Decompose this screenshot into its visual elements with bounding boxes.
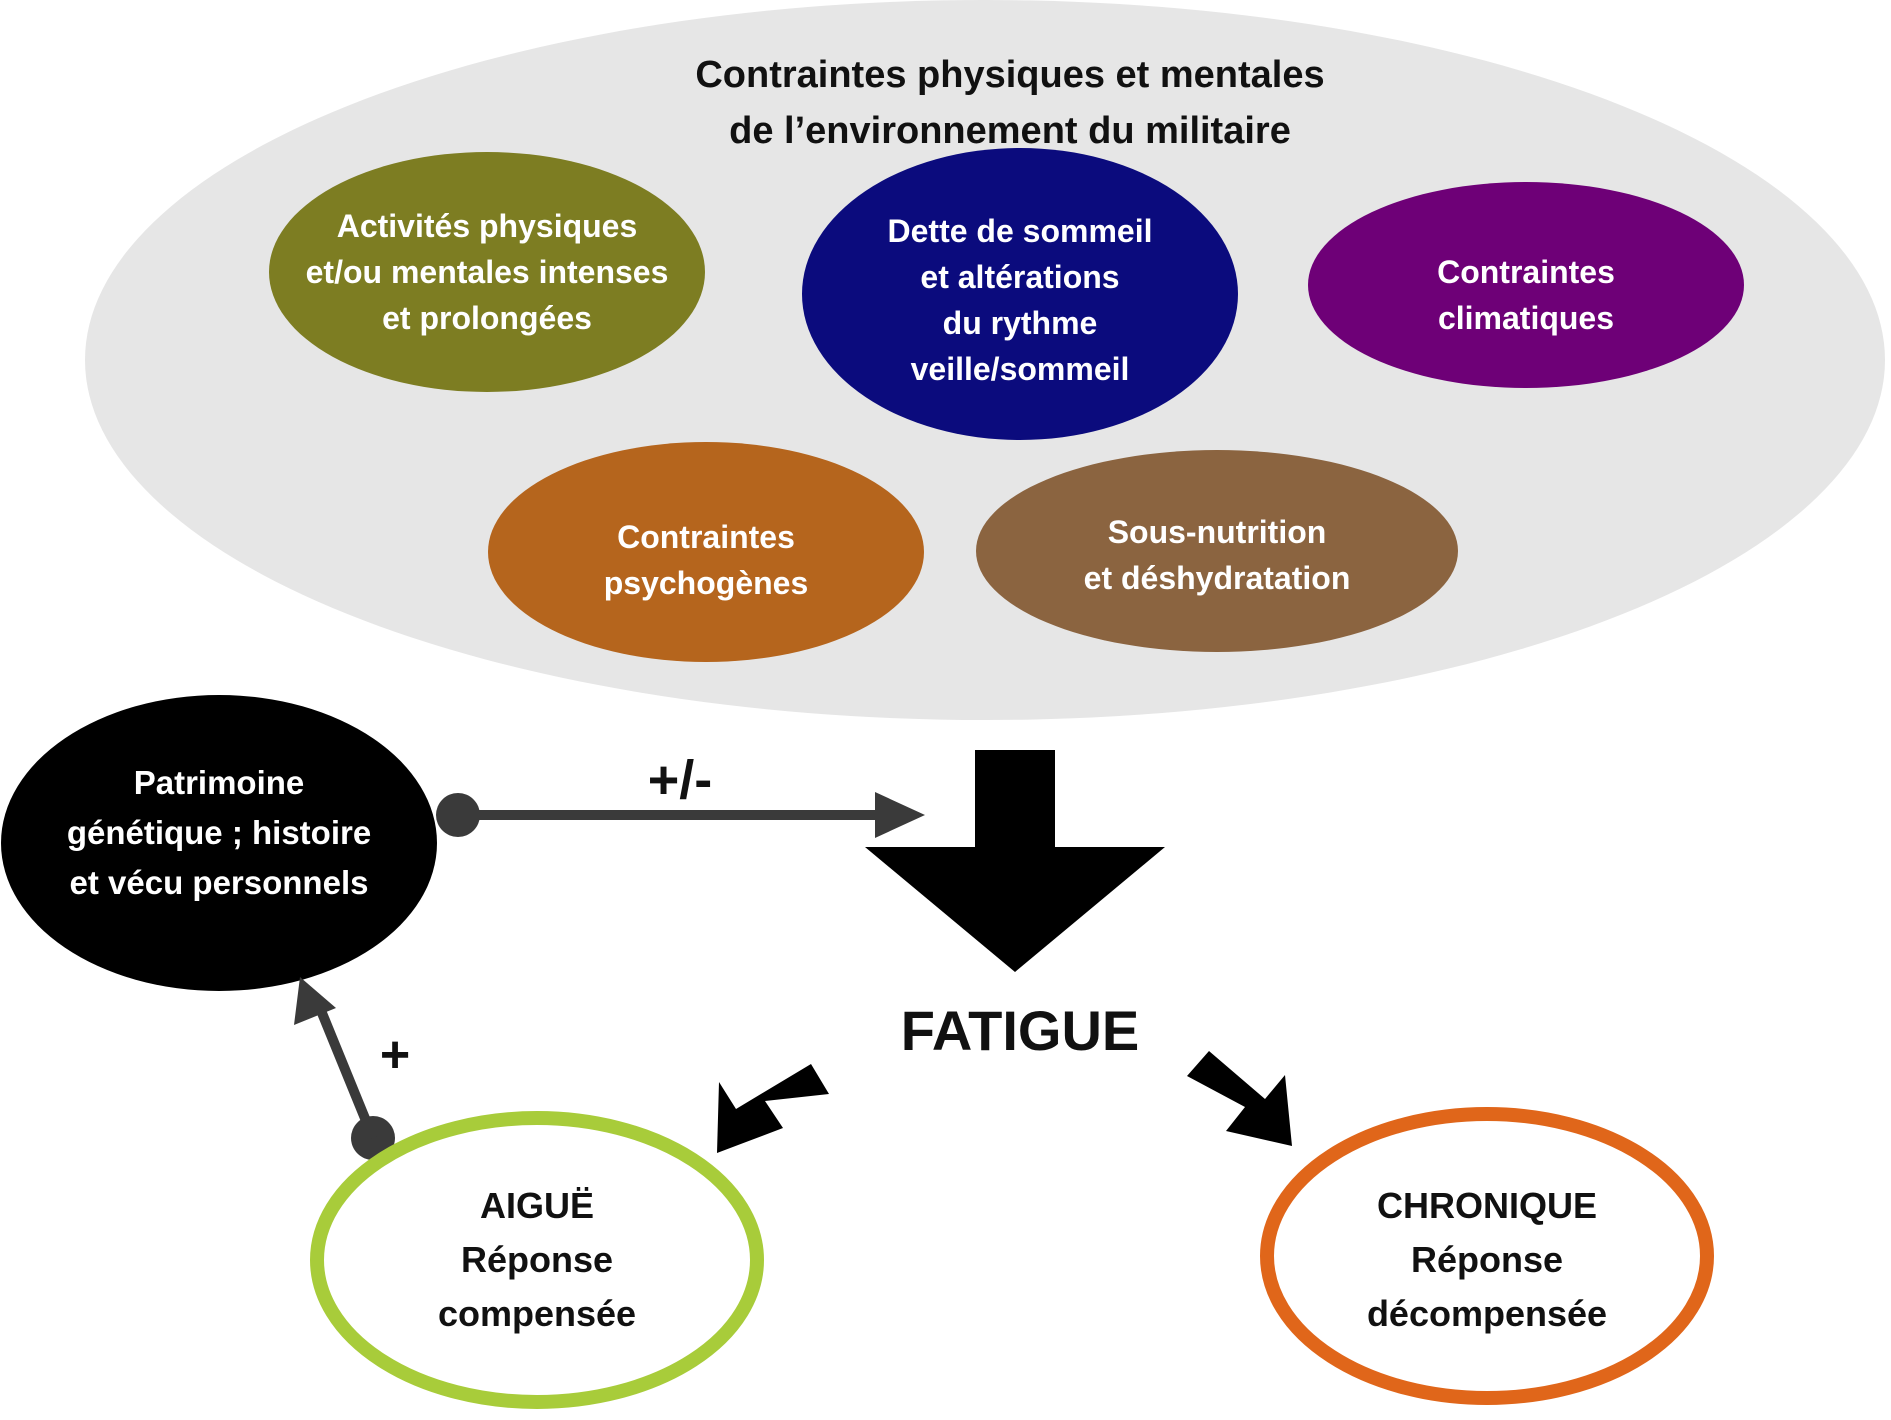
acute-ellipse	[310, 1111, 764, 1409]
feedback-arrowhead	[294, 977, 336, 1025]
factor-climate-ellipse	[1308, 182, 1744, 388]
fatigue-big-arrow	[865, 750, 1165, 972]
acute-arrow	[717, 1064, 829, 1153]
factor-activity-ellipse	[269, 152, 705, 392]
factor-psycho-ellipse	[488, 442, 924, 662]
factor-sleep-ellipse	[802, 148, 1238, 440]
environment-title-line1: Contraintes physiques et mentales	[695, 54, 1325, 96]
modulation-arrowhead	[875, 792, 925, 838]
heritage-ellipse	[1, 695, 437, 991]
acute-title: AIGUË	[479, 1185, 594, 1226]
factor-psycho-label: Contraintes psychogènes	[603, 519, 809, 601]
acute-subtitle: Réponse compensée	[437, 1239, 637, 1334]
factor-sleep-label: Dette de sommeil et altérations du rythm…	[887, 213, 1153, 387]
chronic-arrow	[1187, 1051, 1292, 1146]
fatigue-label: FATIGUE	[900, 998, 1140, 1062]
heritage-label: Patrimoine génétique ; histoire et vécu …	[66, 764, 372, 901]
environment-title: Contraintes physiques et mentales de l’e…	[560, 48, 1460, 158]
chronic-label: CHRONIQUE Réponse décompensée	[1287, 1170, 1687, 1350]
chronic-ellipse	[1260, 1107, 1714, 1405]
factor-nutrition-label: Sous-nutrition et déshydratation	[1083, 514, 1351, 596]
environment-title-line2: de l’environnement du militaire	[729, 110, 1291, 152]
factor-climate-label: Contraintes climatiques	[1437, 254, 1615, 336]
acute-label: AIGUË Réponse compensée	[337, 1170, 737, 1350]
feedback-sign: +	[379, 1026, 411, 1084]
modulation-sign: +/-	[647, 750, 713, 810]
feedback-connector-line	[317, 1011, 378, 1140]
factor-nutrition-ellipse	[976, 450, 1458, 652]
factor-activity-label: Activités physiques et/ou mentales inten…	[305, 208, 669, 336]
chronic-title: CHRONIQUE	[1376, 1185, 1597, 1226]
chronic-subtitle: Réponse décompensée	[1366, 1239, 1608, 1334]
